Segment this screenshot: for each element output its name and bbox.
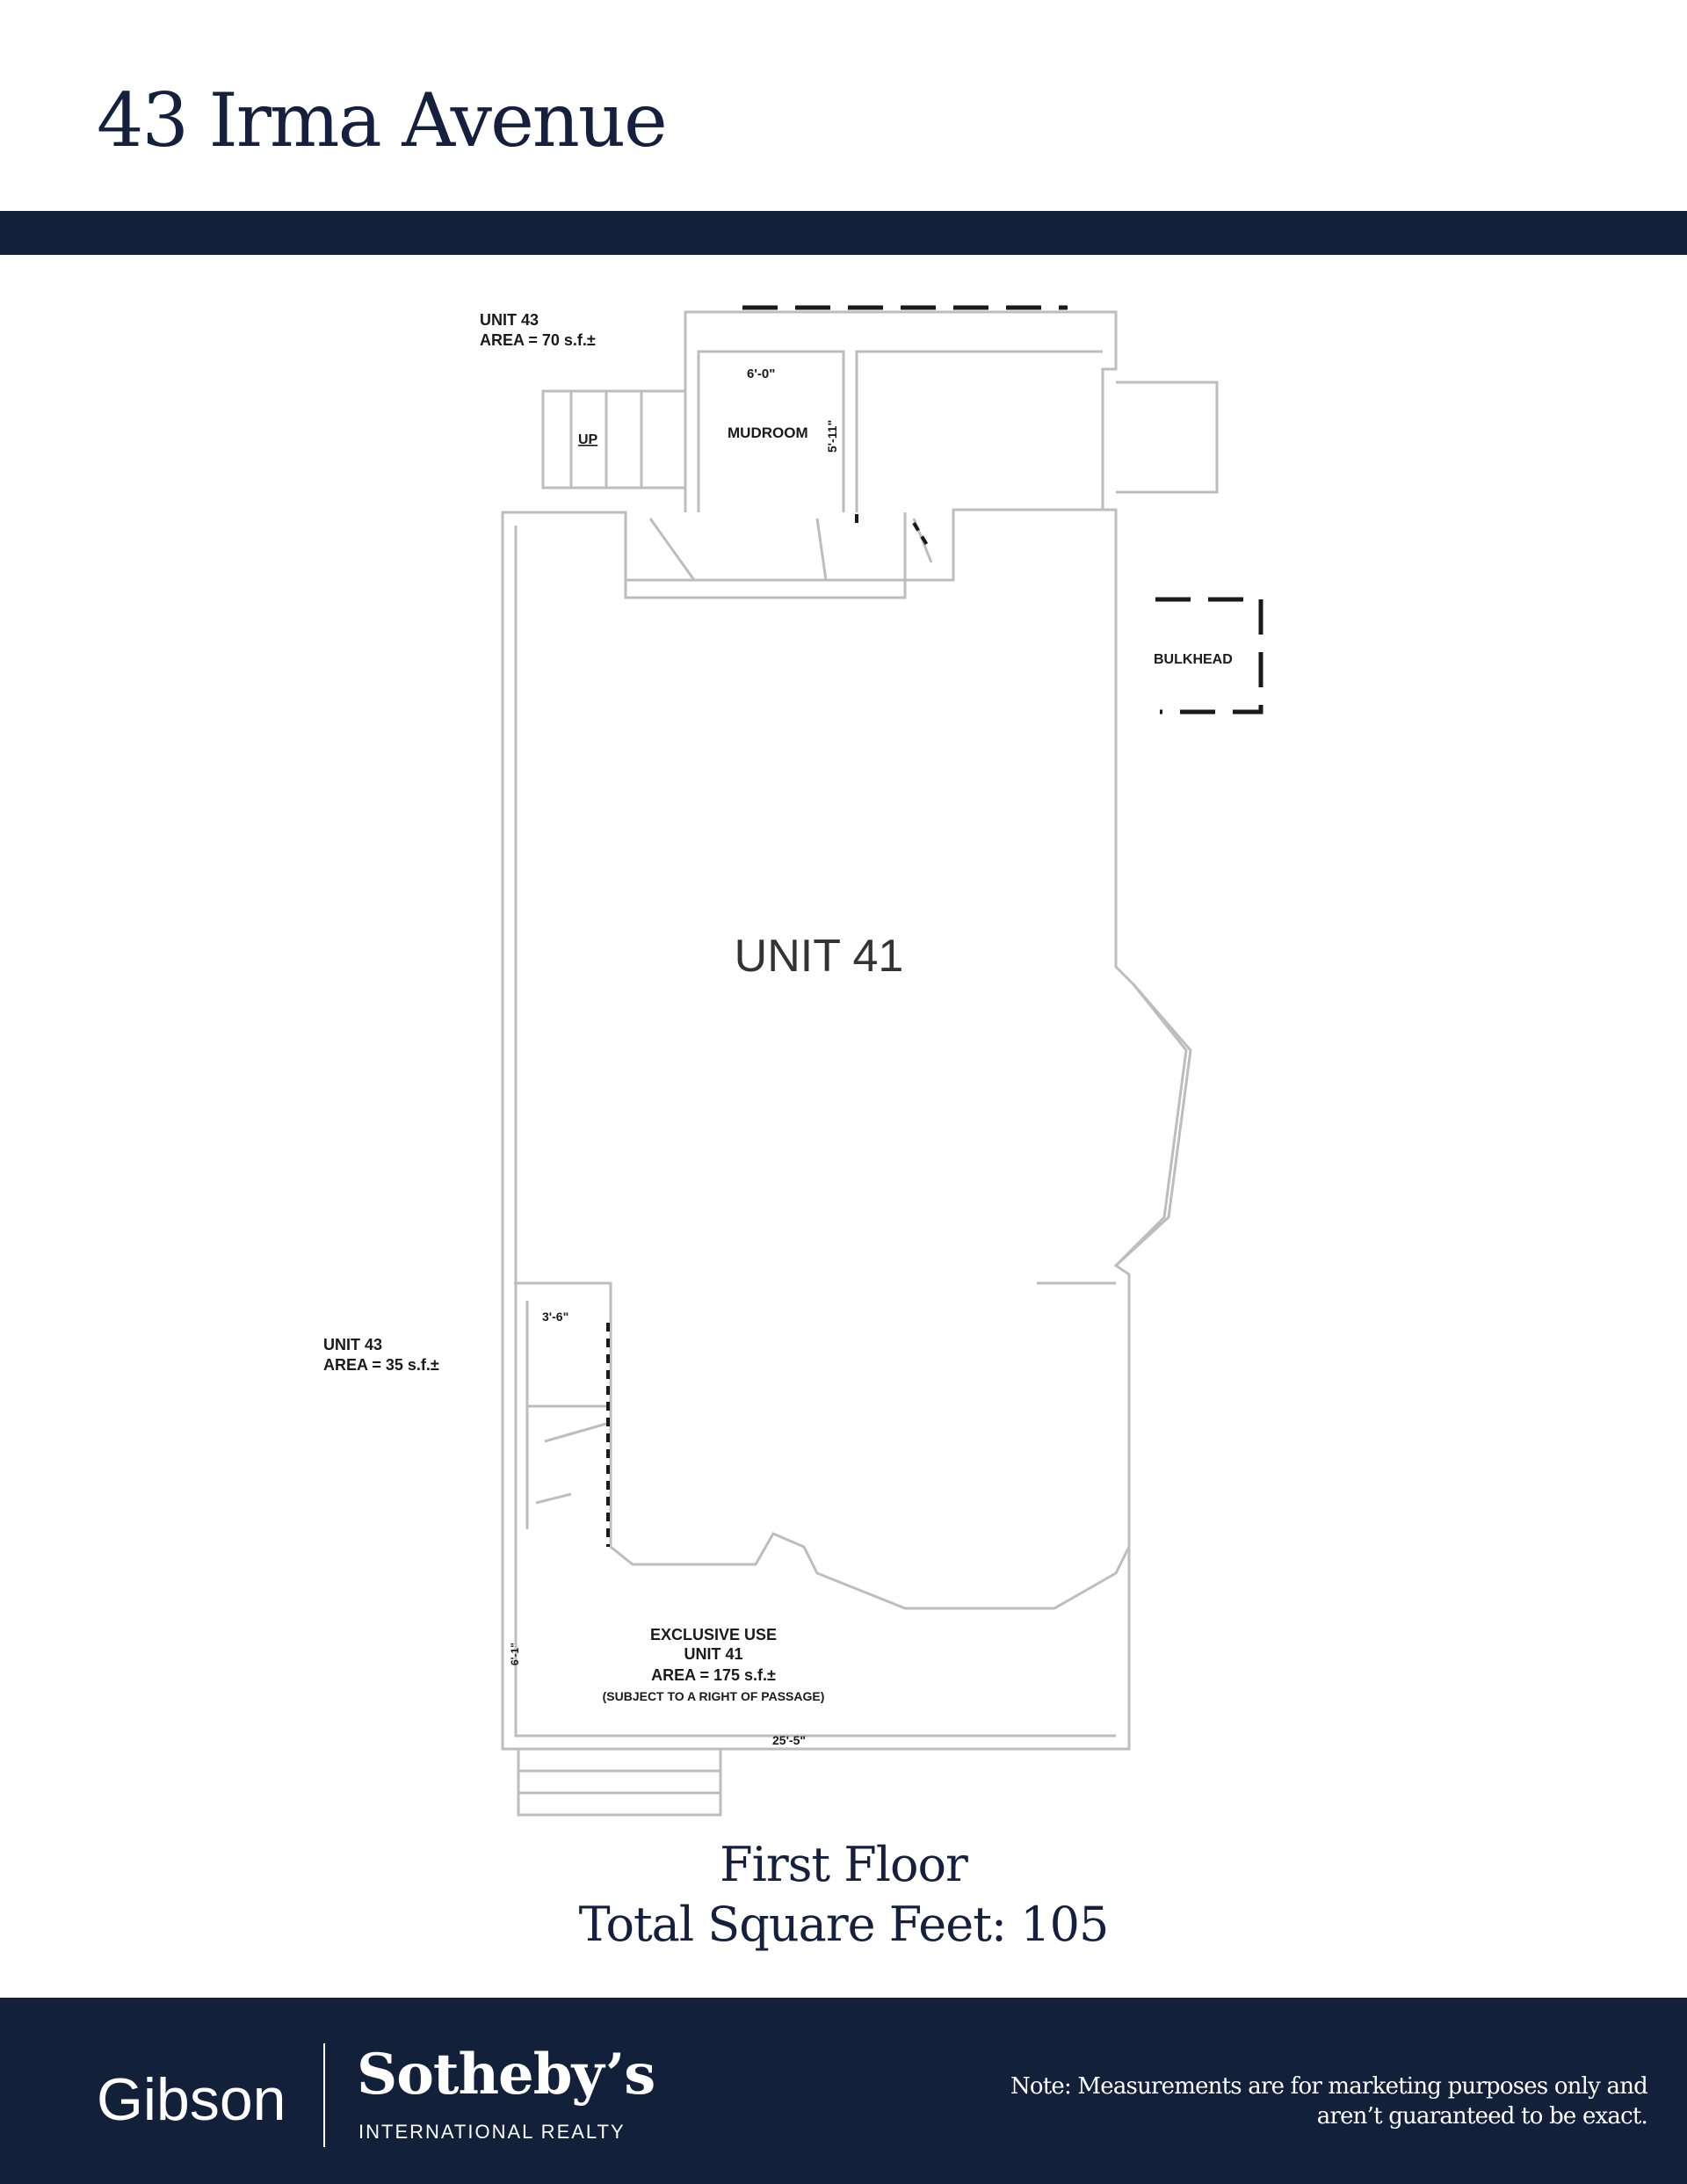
label-exclusive-use: EXCLUSIVE USE	[650, 1626, 777, 1643]
header-band	[0, 211, 1687, 255]
label-dim-side: 6'-1"	[509, 1643, 521, 1665]
label-exclusive-unit: UNIT 41	[684, 1645, 742, 1663]
front-steps	[517, 1749, 722, 1817]
floor-plan: UNIT 43 AREA = 70 s.f.± 6'-0" MUDROOM 5'…	[0, 264, 1687, 1846]
entry-dashed-wall	[855, 514, 929, 547]
brand-realty-label: INTERNATIONAL REALTY	[358, 2121, 626, 2143]
label-bulkhead: BULKHEAD	[1154, 652, 1233, 667]
right-porch	[1116, 381, 1219, 494]
label-unit43-top-area: AREA = 70 s.f.±	[480, 331, 596, 349]
measurement-note: Note: Measurements are for marketing pur…	[1010, 2072, 1648, 2131]
mudroom-inner	[697, 350, 1103, 512]
label-exclusive-area: AREA = 175 s.f.±	[651, 1666, 776, 1684]
note-line-2: aren’t guaranteed to be exact.	[1316, 2103, 1648, 2130]
label-unit43-side: UNIT 43	[323, 1336, 382, 1353]
stairs-up	[541, 389, 687, 490]
label-unit41: UNIT 41	[735, 931, 904, 982]
label-passage-note: (SUBJECT TO A RIGHT OF PASSAGE)	[603, 1689, 825, 1703]
unit41-inner-wall	[514, 526, 1116, 1738]
label-mudroom: MUDROOM	[728, 424, 808, 441]
label-unit43-top: UNIT 43	[480, 311, 539, 329]
brand-sothebys-logo: Sotheby’s	[357, 2042, 655, 2108]
note-line-1: Note: Measurements are for marketing pur…	[1010, 2073, 1648, 2100]
square-feet-caption: Total Square Feet: 105	[578, 1897, 1110, 1952]
label-dim-top-width: 6'-0"	[747, 366, 775, 381]
label-stairs-up: UP	[578, 432, 598, 447]
label-unit43-side-area: AREA = 35 s.f.±	[323, 1356, 439, 1374]
label-dim-closet: 3'-6"	[542, 1310, 568, 1324]
footer: Gibson Sotheby’s INTERNATIONAL REALTY No…	[0, 1998, 1687, 2184]
unit43-closet	[514, 1281, 1131, 1610]
brand-gibson-logo: Gibson	[97, 2066, 286, 2133]
mudroom-walls	[684, 310, 1118, 512]
bay-window	[1114, 983, 1188, 1267]
closet-details	[525, 1301, 607, 1529]
floor-caption: First Floor	[720, 1837, 968, 1892]
brand-divider	[323, 2043, 325, 2147]
label-dim-mudroom-depth: 5'-11"	[825, 420, 839, 453]
label-dim-bottom-width: 25'-5"	[772, 1733, 806, 1747]
bulkhead-outline	[1155, 597, 1263, 715]
unit41-outline	[501, 508, 1192, 1751]
page-title: 43 Irma Avenue	[97, 77, 668, 163]
entry-structure	[624, 512, 933, 599]
